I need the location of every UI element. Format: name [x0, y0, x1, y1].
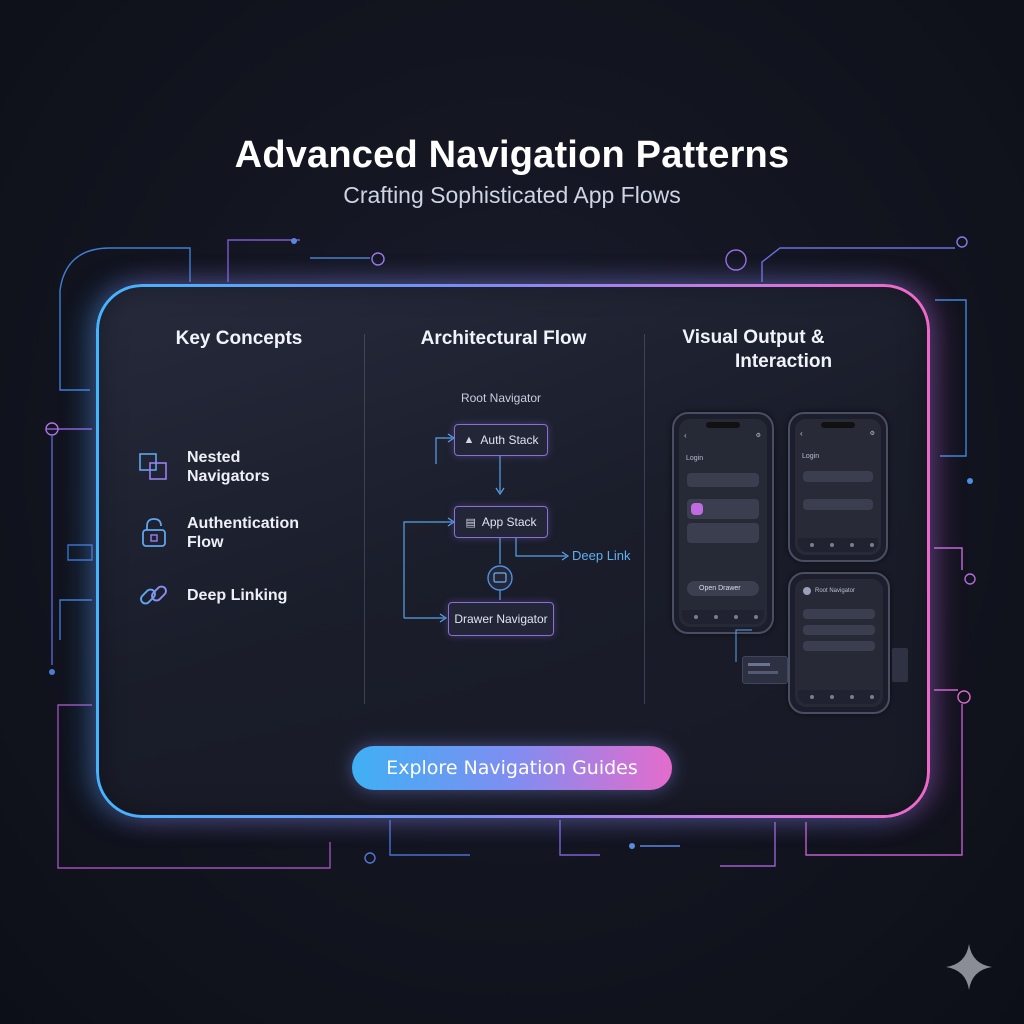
architectural-flow-heading: Architectural Flow	[420, 328, 587, 349]
settings-icon[interactable]: ⚙	[869, 431, 875, 437]
app-icon	[691, 503, 703, 515]
explore-navigation-guides-button[interactable]: Explore Navigation Guides	[352, 746, 672, 790]
nested-squares-icon	[139, 453, 167, 480]
concept-label: Authentication Flow	[187, 515, 299, 551]
concept-authentication-flow[interactable]: Authentication Flow	[136, 514, 317, 552]
transition-icon	[493, 572, 507, 583]
input-row[interactable]	[803, 471, 873, 482]
open-drawer-button[interactable]	[687, 581, 759, 596]
open-drawer-label: Open Drawer	[699, 585, 741, 592]
tab-bar	[682, 610, 764, 624]
drawer-header: Root Navigator	[815, 588, 856, 594]
phone-mockup-login: ‹ ⚙ Login	[788, 412, 888, 562]
login-title: Login	[802, 453, 820, 460]
user-icon: ▲	[463, 434, 475, 446]
phone-notch	[706, 422, 740, 428]
drawer-item[interactable]	[803, 609, 875, 619]
phone-mockup-login-drawer: ‹ ⚙ Login Open Drawer	[672, 412, 774, 634]
flow-connectors	[403, 433, 570, 623]
sparkle-icon	[946, 944, 992, 990]
app-stack-node[interactable]: ▤ App Stack	[454, 506, 548, 538]
settings-icon[interactable]: ⚙	[755, 433, 761, 439]
input-row[interactable]	[803, 499, 873, 510]
side-handle	[892, 648, 908, 682]
visual-output-heading: Visual Output & Interaction	[666, 326, 901, 374]
back-arrow-icon[interactable]: ‹	[684, 431, 687, 440]
padlock-icon	[142, 518, 166, 547]
login-title: Login	[686, 455, 704, 462]
heading-line: Interaction	[734, 351, 833, 372]
concept-label: Deep Linking	[187, 586, 288, 604]
main-panel: Key Concepts Nested Navigators Authentic…	[96, 284, 930, 818]
phone-notch	[821, 422, 855, 428]
concept-deep-linking[interactable]: Deep Linking	[136, 577, 317, 613]
node-label: App Stack	[481, 515, 537, 529]
column-divider	[644, 334, 645, 704]
node-label: Auth Stack	[480, 433, 539, 447]
deep-link-toast	[742, 656, 788, 684]
input-row[interactable]	[687, 473, 759, 487]
phone-mockup-root-navigator: Root Navigator	[788, 572, 890, 714]
root-navigator-label: Root Navigator	[460, 391, 542, 405]
chain-link-icon	[140, 585, 167, 605]
avatar	[803, 587, 811, 595]
concept-label: Nested Navigators	[187, 449, 270, 485]
list-item[interactable]	[687, 499, 759, 519]
tab-bar	[798, 690, 880, 704]
tab-bar	[798, 538, 878, 552]
drawer-item[interactable]	[803, 641, 875, 651]
drawer-navigator-node[interactable]: Drawer Navigator	[448, 602, 554, 636]
back-arrow-icon[interactable]: ‹	[800, 429, 803, 438]
concept-nested-navigators[interactable]: Nested Navigators	[136, 448, 317, 486]
toast-connector	[735, 629, 752, 662]
column-divider	[364, 334, 365, 704]
heading-line: Visual Output &	[682, 327, 825, 348]
page-subtitle: Crafting Sophisticated App Flows	[343, 182, 681, 208]
deep-link-label: Deep Link	[572, 548, 631, 563]
drawer-item[interactable]	[803, 625, 875, 635]
page-title: Advanced Navigation Patterns	[234, 134, 790, 176]
list-item[interactable]	[687, 523, 759, 543]
stack-icon: ▤	[465, 516, 476, 529]
node-label: Drawer Navigator	[454, 612, 548, 626]
auth-stack-node[interactable]: ▲ Auth Stack	[454, 424, 548, 456]
key-concepts-heading: Key Concepts	[175, 328, 303, 349]
